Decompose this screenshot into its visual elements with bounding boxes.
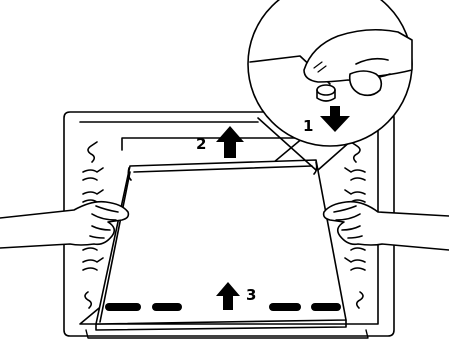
left-support-1	[88, 142, 97, 162]
right-support-2	[345, 168, 365, 180]
left-support-2	[83, 168, 103, 180]
right-support-6	[357, 292, 363, 308]
right-arm	[324, 202, 449, 250]
left-support-6	[85, 292, 91, 308]
step-1-label: 1	[303, 117, 313, 135]
right-hand	[324, 202, 449, 250]
bottom-panel	[86, 160, 368, 338]
magnified-screw	[317, 85, 335, 95]
vent-slot-3	[269, 303, 301, 311]
panel-outline	[96, 160, 346, 324]
step-3-label: 3	[246, 286, 256, 304]
arrow-step-2-up	[216, 126, 244, 158]
detail-magnifier	[248, 0, 412, 170]
left-support-3	[83, 190, 103, 202]
step-2-label: 2	[196, 135, 206, 153]
vent-slot-4	[311, 303, 341, 311]
left-support-5	[83, 258, 103, 270]
vent-slot-1	[105, 303, 141, 311]
right-support-3	[345, 190, 365, 202]
right-support-1	[351, 142, 360, 162]
right-support-5	[345, 258, 365, 270]
vent-slot-2	[152, 303, 182, 311]
